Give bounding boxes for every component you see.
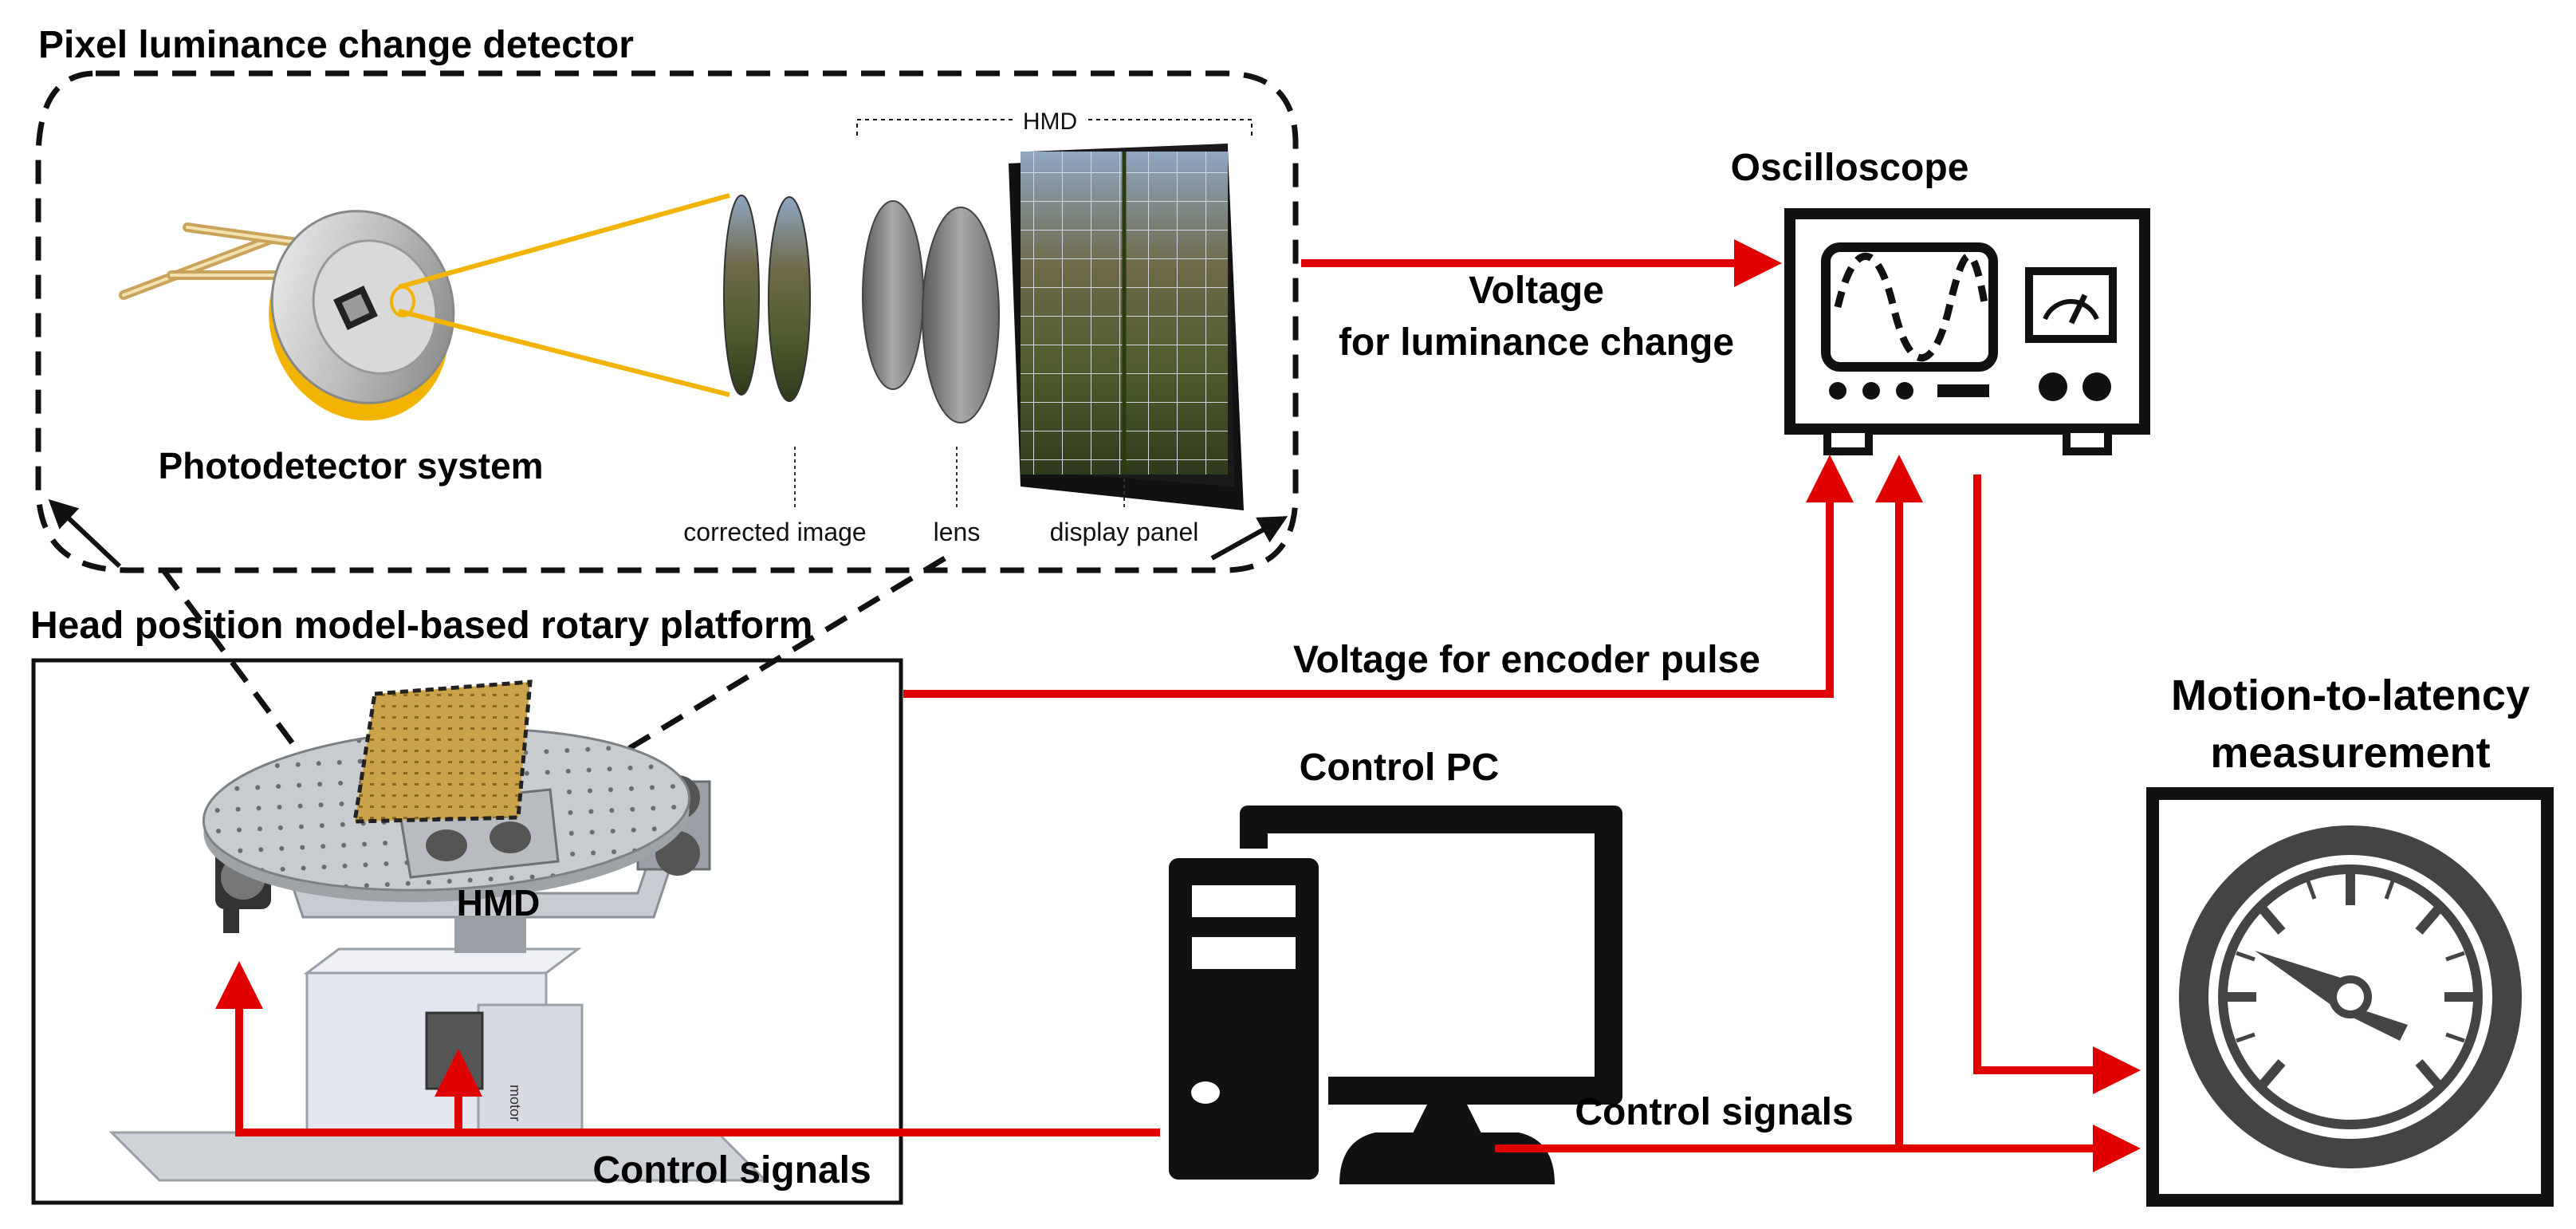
display-panel-label: display panel <box>1050 518 1199 546</box>
lens-discs <box>862 200 1000 423</box>
motor-text: motor <box>507 1085 523 1121</box>
control-signals-left-label: Control signals <box>592 1149 871 1192</box>
corrected-image-discs <box>723 195 811 402</box>
zoom-arrow-left <box>48 498 122 569</box>
arrow-control-to-motor-left <box>215 961 1160 1136</box>
motion-label-line1: Motion-to-latency <box>2171 672 2530 719</box>
control-pc-icon <box>1159 806 1622 1189</box>
light-ray-bottom <box>398 309 730 397</box>
signal-arrows <box>215 239 2141 1172</box>
display-panel-illustration <box>1009 144 1244 510</box>
oscilloscope-icon <box>1784 208 2150 455</box>
platform-title: Head position model-based rotary platfor… <box>30 605 812 647</box>
light-ray-top <box>398 193 730 290</box>
zoom-line-left <box>161 568 353 824</box>
oscilloscope-label: Oscilloscope <box>1731 147 1969 189</box>
platform-hmd-label: HMD <box>457 882 541 924</box>
detector-dashed-box <box>35 70 1299 573</box>
corrected-image-label: corrected image <box>683 518 866 546</box>
zoom-arrow-right <box>1210 516 1288 561</box>
detector-title: Pixel luminance change detector <box>38 24 634 66</box>
photodetector-label: Photodetector system <box>158 445 543 486</box>
arrow-encoder-pulse <box>903 455 1854 698</box>
lens-label: lens <box>934 518 981 546</box>
hmd-bracket: HMD <box>856 104 1253 136</box>
control-signals-right-label: Control signals <box>1575 1091 1853 1133</box>
control-pc-label: Control PC <box>1300 746 1500 789</box>
voltage-luminance-line1: Voltage <box>1469 270 1604 312</box>
photodetector-illustration <box>119 210 455 421</box>
voltage-luminance-line2: for luminance change <box>1339 321 1734 364</box>
latency-gauge-icon <box>2146 787 2554 1207</box>
motion-label-line2: measurement <box>2210 729 2490 777</box>
rotary-platform-illustration: motor <box>108 679 769 1182</box>
component-leaders <box>794 447 1125 510</box>
arrow-oscilloscope-to-measurement <box>1973 475 2141 1094</box>
hmd-bracket-label: HMD <box>1023 108 1077 135</box>
voltage-encoder-label: Voltage for encoder pulse <box>1293 639 1760 681</box>
